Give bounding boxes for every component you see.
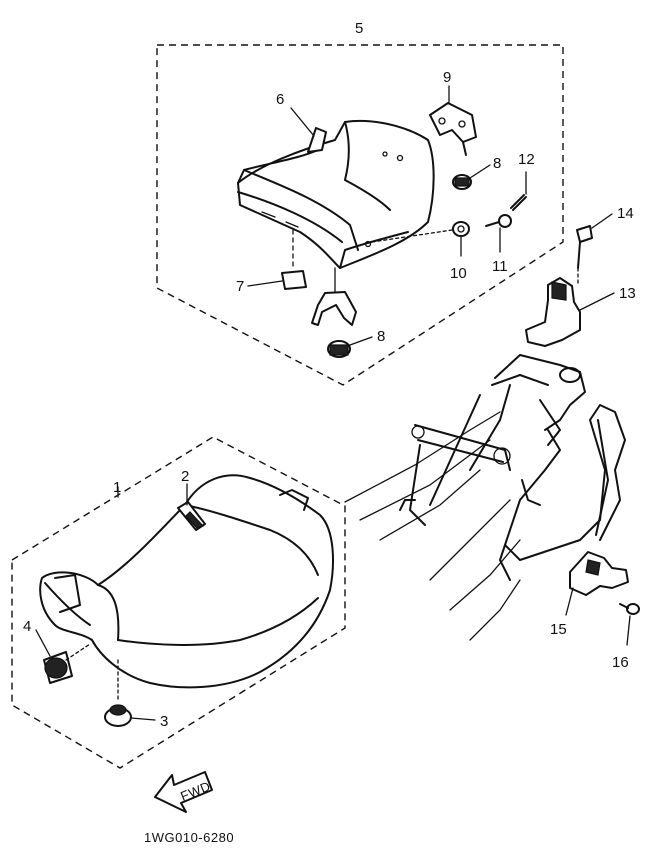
callout-9: 9 xyxy=(443,69,451,86)
cushion-plate xyxy=(247,229,307,290)
callout-7: 7 xyxy=(236,278,244,295)
seat-damper-4 xyxy=(35,629,91,684)
callout-6: 6 xyxy=(276,91,284,108)
screw-11 xyxy=(485,214,512,253)
callout-14: 14 xyxy=(617,205,634,222)
callout-8-upper: 8 xyxy=(493,155,501,172)
lock-assembly xyxy=(525,213,615,347)
callout-15: 15 xyxy=(550,621,567,638)
fwd-arrow: FWD xyxy=(154,771,213,813)
callout-3: 3 xyxy=(160,713,168,730)
callout-13: 13 xyxy=(619,285,636,302)
callout-10: 10 xyxy=(450,265,467,282)
frame xyxy=(344,354,626,641)
bracket-lower xyxy=(311,267,373,358)
callout-11: 11 xyxy=(492,258,508,275)
callout-5: 5 xyxy=(355,20,363,37)
group-box-1 xyxy=(11,436,346,769)
seat-grommet-3 xyxy=(104,659,156,727)
callout-2: 2 xyxy=(181,468,189,485)
screw-16 xyxy=(619,603,640,646)
main-seat xyxy=(39,474,334,689)
group-box-5 xyxy=(156,44,564,386)
callout-4: 4 xyxy=(23,618,31,635)
callout-12: 12 xyxy=(518,151,535,168)
grommet xyxy=(371,221,470,257)
helmet-holder xyxy=(565,551,629,616)
callout-1: 1 xyxy=(113,479,121,496)
callout-8-lower: 8 xyxy=(377,328,385,345)
bracket-upper xyxy=(429,85,477,156)
nut-upper xyxy=(452,164,491,190)
diagram-code: 1WG010-6280 xyxy=(144,830,234,845)
seat-cowl xyxy=(237,119,435,269)
callout-16: 16 xyxy=(612,654,629,671)
bolt-12 xyxy=(510,171,527,211)
